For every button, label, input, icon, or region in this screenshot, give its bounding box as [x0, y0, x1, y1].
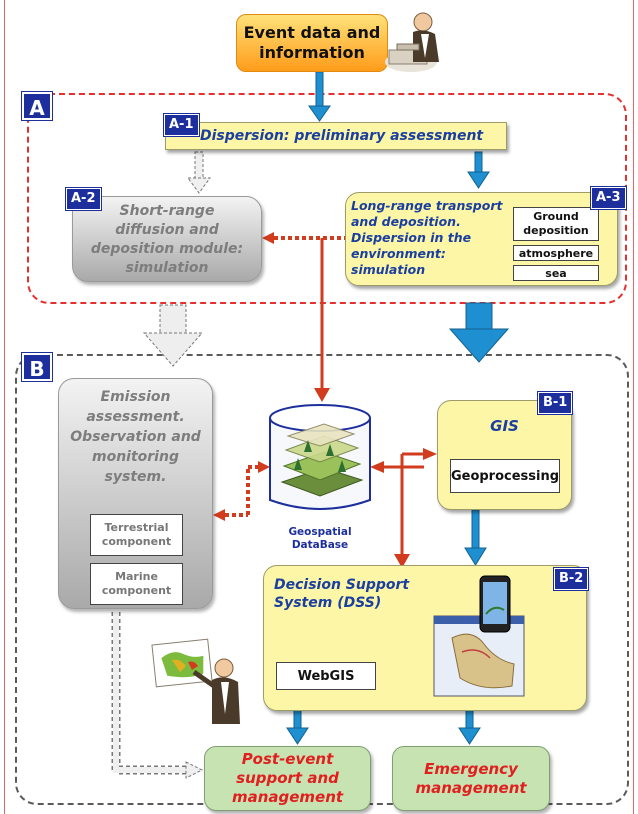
- arrow-a-to-database: [314, 238, 330, 402]
- frame-left-line: [4, 0, 5, 814]
- frame-right-line: [633, 0, 634, 814]
- a2-title: Short-range diffusion and deposition mod…: [90, 203, 244, 276]
- a3-title: Long-range transport and deposition. Dis…: [351, 198, 503, 277]
- arrow-a-to-b-gray: [142, 304, 204, 367]
- event-data-box: Event data and information: [236, 14, 388, 72]
- emission-box: Emission assessment. Observation and mon…: [58, 378, 213, 609]
- a3-item-sea: sea: [513, 265, 599, 281]
- arrow-emission-database-link: [213, 461, 270, 521]
- b1-title: GIS: [490, 417, 519, 435]
- a2-box: Short-range diffusion and deposition mod…: [72, 196, 262, 282]
- b1-tag: B-1: [538, 392, 573, 414]
- b2-title: Decision Support System (DSS): [274, 577, 410, 611]
- region-a-label: A: [22, 92, 52, 120]
- geospatial-database-icon: [269, 404, 371, 510]
- arrow-event-to-a1: [308, 71, 331, 122]
- emergency-box: Emergency management: [392, 746, 550, 811]
- emission-title: Emission assessment. Observation and mon…: [70, 389, 201, 485]
- b2-item-webgis: WebGIS: [276, 662, 376, 690]
- arrow-dss-to-post-event: [286, 709, 309, 745]
- geospatial-database-label: Geospatial DataBase: [288, 526, 352, 551]
- b2-dss-box: Decision Support System (DSS) WebGIS: [263, 565, 587, 711]
- arrow-gis-to-dss: [464, 509, 487, 566]
- emission-item-terrestrial: Terrestrial component: [90, 514, 183, 556]
- presenter-with-map-icon: [151, 638, 240, 724]
- a1-title: Dispersion: preliminary assessment: [200, 128, 484, 144]
- map-and-phone-icon: [433, 575, 525, 697]
- arrow-a1-to-a3: [467, 151, 490, 189]
- post-event-box: Post-event support and management: [204, 746, 371, 811]
- emission-item-marine: Marine component: [90, 563, 183, 605]
- arrow-a-to-b-blue: [448, 302, 510, 363]
- a3-tag: A-3: [591, 187, 626, 209]
- b1-item-geoprocessing: Geoprocessing: [450, 459, 560, 493]
- a2-tag: A-2: [66, 188, 101, 210]
- a1-box: Dispersion: preliminary assessment: [165, 122, 507, 150]
- person-at-desk-icon: [385, 12, 439, 72]
- a1-tag: A-1: [164, 114, 199, 136]
- arrow-emission-to-post-event: [111, 612, 204, 779]
- region-a: [27, 93, 627, 304]
- arrow-database-gis-link: [370, 448, 437, 568]
- b1-gis-box: GIS Geoprocessing: [437, 400, 572, 510]
- a3-box: Long-range transport and deposition. Dis…: [345, 192, 618, 286]
- b2-tag: B-2: [554, 568, 589, 590]
- a3-item-ground-deposition: Ground deposition: [513, 207, 599, 241]
- a3-item-atmosphere: atmosphere: [513, 245, 599, 261]
- arrow-dss-to-emergency: [458, 709, 481, 745]
- region-b-label: B: [22, 353, 52, 381]
- arrow-a1-to-a2: [187, 151, 211, 194]
